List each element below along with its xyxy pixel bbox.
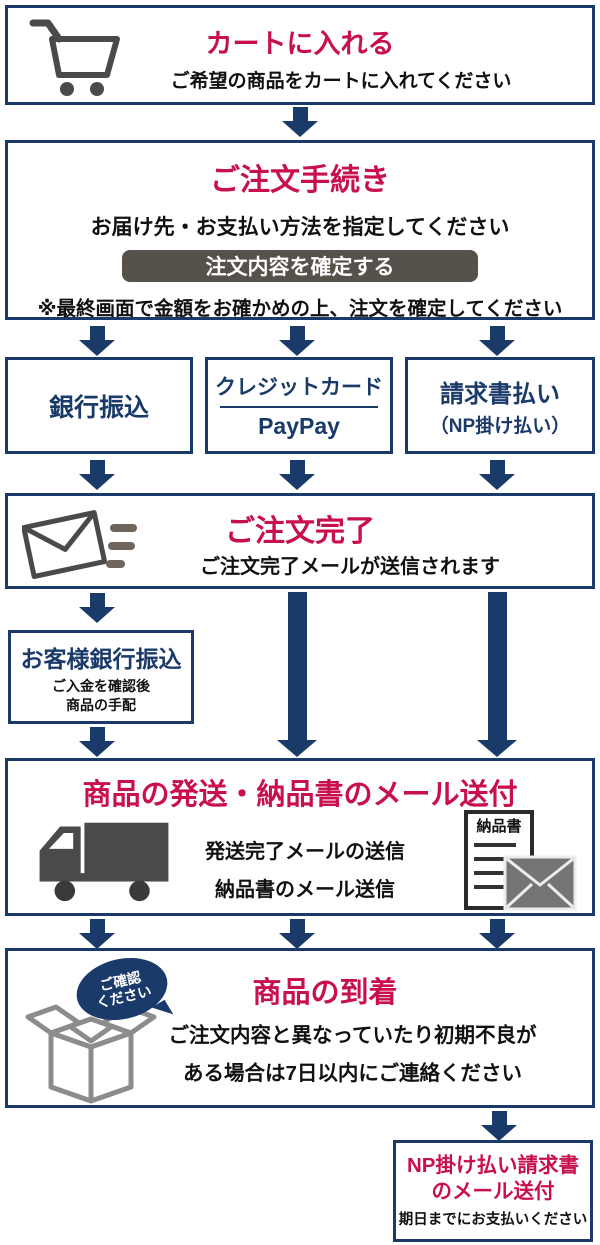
payment-credit-card-paypay: クレジットカード PayPay <box>205 357 393 454</box>
shipping-line1: 発送完了メールの送信 <box>205 841 405 863</box>
payment-invoice-np: 請求書払い （NP掛け払い） <box>405 357 595 454</box>
arrival-line2: ある場合は7日以内にご連絡ください <box>183 1061 522 1085</box>
divider <box>220 406 378 408</box>
arrow-down-icon <box>481 1111 517 1141</box>
arrow-down-icon <box>79 919 115 949</box>
np-invoice-title-line2: のメール送付 <box>431 1180 555 1203</box>
confirm-order-button[interactable]: 注文内容を確定する <box>122 250 478 282</box>
truck-icon <box>39 822 169 902</box>
bank-transfer-title: お客様銀行振込 <box>20 645 182 672</box>
step-cart-subtitle: ご希望の商品をカートに入れてください <box>170 71 512 92</box>
delivery-note-mail-icon: 納品書 <box>464 810 577 911</box>
payment-bank-transfer: 銀行振込 <box>5 357 193 454</box>
arrow-down-icon <box>79 727 115 757</box>
payment-invoice-sublabel: （NP掛け払い） <box>429 415 571 437</box>
step-order-note: ※最終画面で金額をお確かめの上、注文を確定してください <box>37 298 563 320</box>
np-invoice-title-line1: NP掛け払い請求書 <box>407 1154 579 1178</box>
np-invoice-title: NP掛け払い請求書 のメール送付 <box>407 1153 579 1204</box>
arrow-down-icon <box>282 107 318 137</box>
arrow-down-icon <box>279 460 315 490</box>
step-shipping: 商品の発送・納品書のメール送付 発送完了メールの送信 納品書のメール送信 納品書 <box>5 758 595 916</box>
step-shipping-title: 商品の発送・納品書のメール送付 <box>82 779 518 811</box>
payment-bank-transfer-label: 銀行振込 <box>48 393 149 422</box>
step-order-complete: ご注文完了 ご注文完了メールが送信されます <box>5 493 595 589</box>
shipping-line2: 納品書のメール送信 <box>215 879 395 901</box>
step-arrival-title: 商品の到着 <box>252 977 398 1009</box>
step-complete-title: ご注文完了 <box>225 515 375 548</box>
bank-transfer-line1: ご入金を確認後 <box>52 677 150 694</box>
step-order-subtitle: お届け先・お支払い方法を指定してください <box>90 216 510 239</box>
arrow-down-icon <box>79 326 115 356</box>
step-complete-subtitle: ご注文完了メールが送信されます <box>200 556 500 578</box>
mail-sent-icon <box>22 510 137 580</box>
arrow-down-icon <box>479 919 515 949</box>
customer-bank-transfer-box: お客様銀行振込 ご入金を確認後 商品の手配 <box>8 630 194 724</box>
step-arrival: ご確認 ください 商品の到着 ご注文内容と異なっていたり初期不良が ある場合は7… <box>5 948 595 1108</box>
payment-paypay-label: PayPay <box>258 413 340 439</box>
step-shipping-lines: 発送完了メールの送信 納品書のメール送信 <box>168 833 442 909</box>
step-arrival-lines: ご注文内容と異なっていたり初期不良が ある場合は7日以内にご連絡ください <box>128 1017 577 1093</box>
step-add-to-cart: カートに入れる ご希望の商品をカートに入れてください <box>5 5 595 105</box>
np-invoice-note: 期日までにお支払いください <box>398 1211 588 1228</box>
arrow-down-icon <box>279 919 315 949</box>
arrow-down-icon <box>79 593 115 623</box>
np-invoice-mail-box: NP掛け払い請求書 のメール送付 期日までにお支払いください <box>393 1140 593 1242</box>
arrow-down-icon <box>479 326 515 356</box>
payment-credit-card-label: クレジットカード <box>215 376 383 399</box>
step-order-procedure: ご注文手続き お届け先・お支払い方法を指定してください 注文内容を確定する ※最… <box>5 140 595 320</box>
open-box-icon <box>25 1004 157 1104</box>
arrival-line1: ご注文内容と異なっていたり初期不良が <box>168 1024 537 1047</box>
arrow-down-icon <box>79 460 115 490</box>
arrow-down-icon <box>479 460 515 490</box>
step-cart-title: カートに入れる <box>205 29 395 59</box>
long-arrow-down-icon <box>477 592 517 757</box>
arrow-down-icon <box>279 326 315 356</box>
payment-invoice-label: 請求書払い <box>440 380 560 408</box>
cart-icon <box>29 19 120 96</box>
long-arrow-down-icon <box>277 592 317 757</box>
step-order-title: ご注文手続き <box>210 164 390 197</box>
delivery-note-label: 納品書 <box>476 817 521 835</box>
bank-transfer-line2: 商品の手配 <box>66 696 136 713</box>
